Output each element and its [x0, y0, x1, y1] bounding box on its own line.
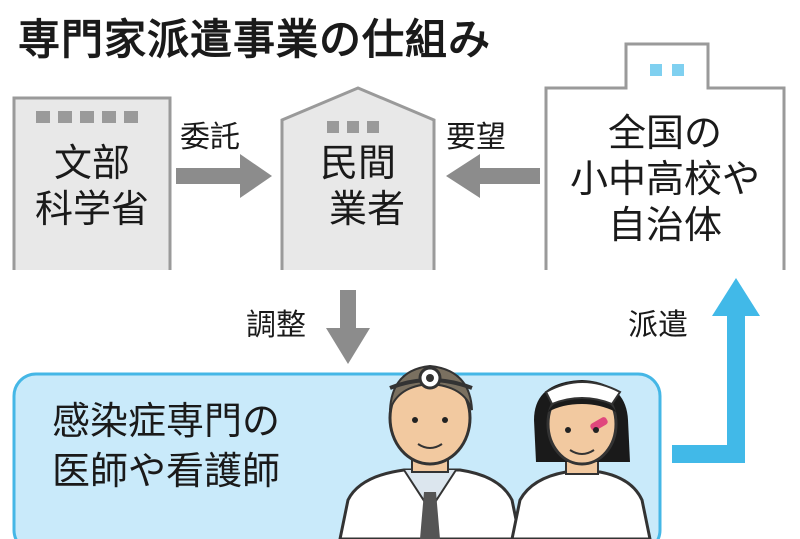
school-building	[544, 42, 786, 270]
schools-label-line2: 小中高校や	[569, 157, 760, 201]
experts-label-line1: 感染症専門の	[52, 399, 281, 443]
contractor-building	[280, 86, 436, 270]
experts-label: 感染症専門の 医師や看護師	[52, 396, 280, 496]
experts-label-line2: 医師や看護師	[52, 449, 281, 493]
schools-label: 全国の 小中高校や 自治体	[546, 110, 784, 248]
coordinate-label: 調整	[246, 308, 306, 343]
dispatch-label: 派遣	[628, 308, 688, 343]
ministry-label-line2: 科学省	[34, 187, 149, 231]
doctor-illustration	[338, 364, 522, 539]
contractor-label: 民間 業者	[282, 140, 434, 232]
ministry-label: 文部 科学省	[14, 140, 170, 232]
request-label: 要望	[446, 120, 506, 155]
arrow-dispatch	[672, 278, 760, 463]
contractor-label-line1: 民間	[319, 141, 396, 185]
commission-label: 委託	[180, 120, 240, 155]
page-title: 専門家派遣事業の仕組み	[18, 15, 492, 64]
schools-label-line1: 全国の	[607, 111, 722, 155]
arrow-request	[446, 154, 540, 198]
nurse-illustration	[510, 380, 652, 539]
schools-label-line3: 自治体	[607, 203, 722, 247]
ministry-label-line1: 文部	[53, 141, 130, 185]
ministry-building	[12, 96, 172, 270]
arrow-coordinate	[326, 290, 370, 364]
contractor-label-line2: 業者	[328, 187, 405, 231]
arrow-commission	[176, 154, 272, 198]
